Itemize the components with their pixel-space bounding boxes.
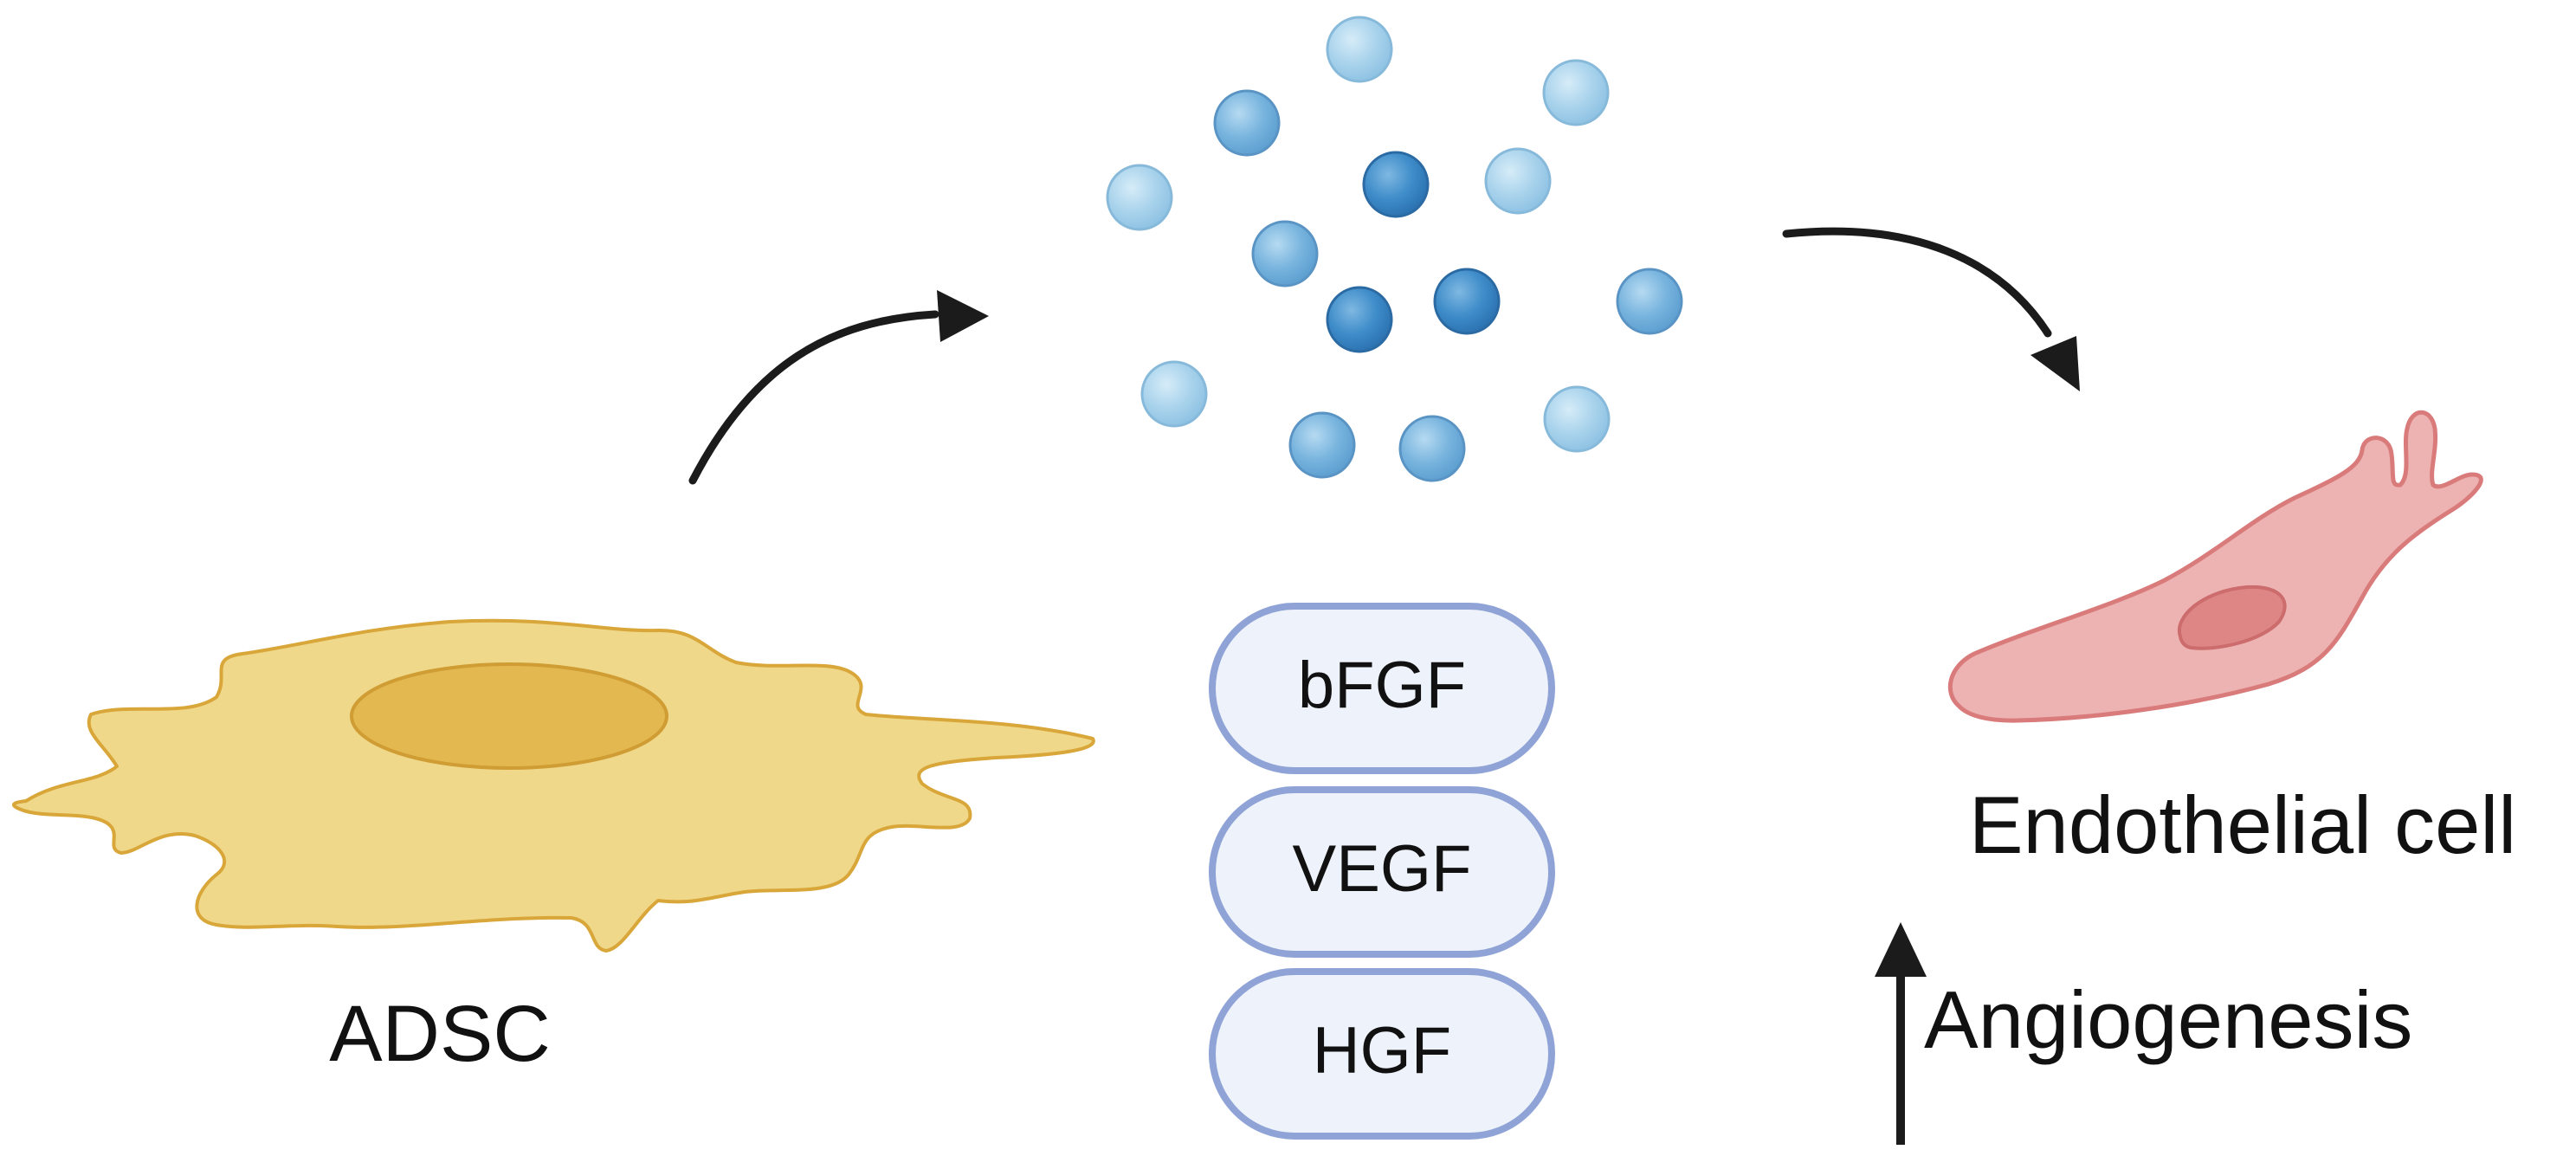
factor-particle [1251,220,1319,287]
factor-particle [1106,164,1173,231]
factor-particle [1484,147,1552,215]
factor-particle [1213,89,1281,157]
growth-factor-pill: bFGF [1209,603,1555,774]
growth-factor-label: VEGF [1293,832,1472,906]
factor-particle [1362,151,1430,218]
endothelial-cell-icon [1947,410,2483,723]
growth-factor-label: HGF [1313,1014,1451,1088]
secretion-arrow-icon [688,310,939,485]
action-arrow-icon [1782,227,2052,338]
factor-particle [1398,415,1466,482]
growth-factor-pill: HGF [1209,968,1555,1140]
growth-factor-pill: VEGF [1209,786,1555,958]
growth-factor-list: bFGF VEGF HGF [1209,603,1555,1140]
action-arrowhead-icon [2030,336,2080,391]
factor-particle [1616,268,1683,335]
adsc-cell-icon [11,618,1095,953]
factor-particle [1542,59,1610,126]
factor-particle [1326,16,1393,83]
up-arrow-icon [1875,922,1927,1145]
factor-particle [1433,268,1501,335]
growth-factor-label: bFGF [1298,649,1466,722]
adsc-cell-body [11,618,1095,953]
factor-particle [1326,286,1393,353]
secretion-arrowhead-icon [937,290,989,342]
endothelial-cell-body [1947,410,2483,723]
adsc-nucleus [350,662,668,770]
secreted-factors-cluster [1106,16,1683,482]
endothelial-cell-label: Endothelial cell [1969,779,2516,870]
angiogenesis-label: Angiogenesis [1924,974,2412,1065]
factor-particle [1543,385,1611,453]
endothelial-nucleus [2177,584,2287,650]
adsc-label: ADSC [329,990,551,1078]
factor-particle [1140,360,1208,428]
factor-particle [1288,411,1356,479]
